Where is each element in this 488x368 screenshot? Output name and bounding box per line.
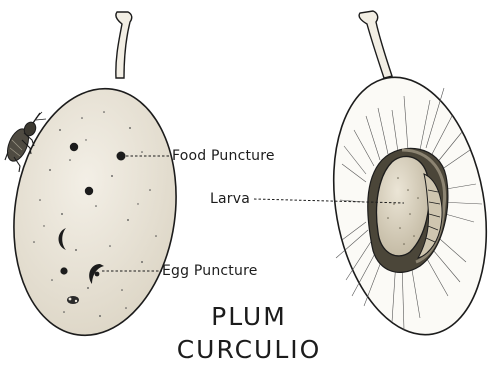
title-line-1: PLUM [169,304,329,329]
cut-plum [315,11,488,347]
larva-label: Larva [210,192,250,206]
right-stem [359,11,392,78]
food-puncture-mark [60,267,67,274]
egg-puncture-label: Egg Puncture [162,264,258,278]
left-fruit-body [0,78,191,346]
food-puncture-mark [117,152,126,161]
food-puncture-label: Food Puncture [172,149,275,163]
egg-puncture-mark [67,296,79,304]
title-line-2: CURCULIO [169,337,329,362]
food-puncture-mark [70,143,78,151]
egg-puncture-mark [95,272,100,277]
food-puncture-mark [85,187,93,195]
whole-plum [0,12,191,346]
left-stem [116,12,132,78]
